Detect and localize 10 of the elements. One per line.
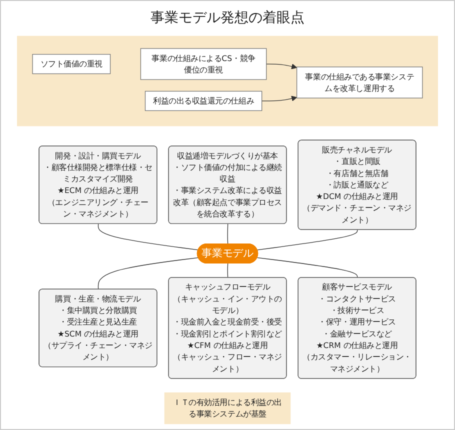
connector bbox=[227, 263, 228, 278]
arrow bbox=[266, 64, 298, 70]
connector bbox=[227, 224, 228, 244]
connector bbox=[256, 230, 358, 250]
connector bbox=[256, 257, 358, 278]
connector bbox=[98, 257, 199, 290]
arrow bbox=[262, 96, 298, 102]
diagram-title: 事業モデル発想の着眼点 bbox=[150, 9, 304, 27]
connector bbox=[98, 224, 199, 250]
cluster bbox=[17, 36, 438, 126]
